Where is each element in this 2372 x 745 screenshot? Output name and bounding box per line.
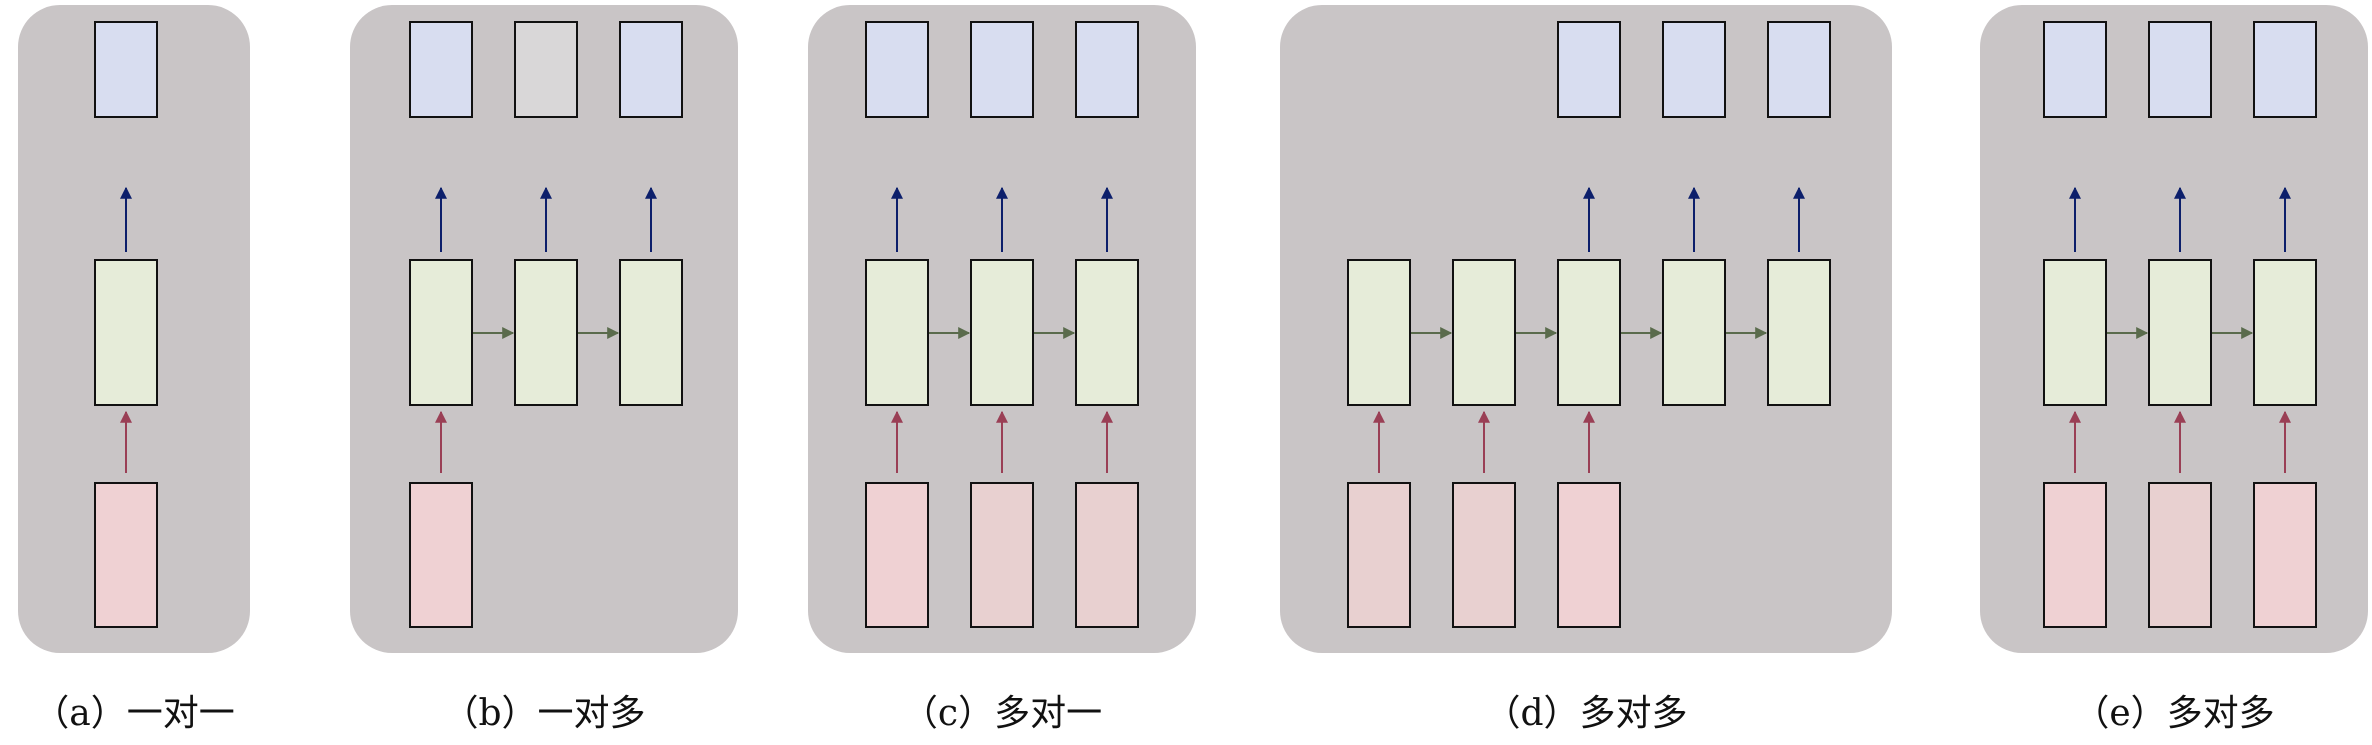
- output-node: [865, 21, 929, 118]
- hidden-node: [1347, 259, 1411, 406]
- hidden-node: [1662, 259, 1726, 406]
- input-node: [1452, 482, 1516, 628]
- output-node: [1557, 21, 1621, 118]
- input-node: [2148, 482, 2212, 628]
- output-node: [1075, 21, 1139, 118]
- input-node: [409, 482, 473, 628]
- hidden-node: [409, 259, 473, 406]
- hidden-node: [2043, 259, 2107, 406]
- panel-c: [808, 5, 1196, 653]
- output-node: [2043, 21, 2107, 118]
- input-node: [2253, 482, 2317, 628]
- hidden-node: [2148, 259, 2212, 406]
- output-node: [514, 21, 578, 118]
- hidden-node: [514, 259, 578, 406]
- output-node: [1767, 21, 1831, 118]
- output-node: [2148, 21, 2212, 118]
- input-node: [1347, 482, 1411, 628]
- panel-a: [18, 5, 250, 653]
- input-node: [1557, 482, 1621, 628]
- input-node: [1075, 482, 1139, 628]
- output-node: [94, 21, 158, 118]
- hidden-node: [1557, 259, 1621, 406]
- caption-a: （a）一对一: [33, 693, 234, 734]
- caption-c: （c）多对一: [902, 693, 1102, 734]
- hidden-node: [865, 259, 929, 406]
- output-node: [619, 21, 683, 118]
- input-node: [94, 482, 158, 628]
- output-node: [409, 21, 473, 118]
- panel-e: [1980, 5, 2368, 653]
- hidden-node: [619, 259, 683, 406]
- output-node: [970, 21, 1034, 118]
- hidden-node: [1075, 259, 1139, 406]
- hidden-node: [2253, 259, 2317, 406]
- input-node: [2043, 482, 2107, 628]
- input-node: [865, 482, 929, 628]
- caption-d: （d）多对多: [1484, 693, 1687, 734]
- hidden-node: [1452, 259, 1516, 406]
- hidden-node: [970, 259, 1034, 406]
- caption-e: （e）多对多: [2073, 693, 2274, 734]
- hidden-node: [1767, 259, 1831, 406]
- output-node: [2253, 21, 2317, 118]
- panel-d: [1280, 5, 1892, 653]
- hidden-node: [94, 259, 158, 406]
- caption-b: （b）一对多: [442, 693, 645, 734]
- output-node: [1662, 21, 1726, 118]
- panel-b: [350, 5, 738, 653]
- input-node: [970, 482, 1034, 628]
